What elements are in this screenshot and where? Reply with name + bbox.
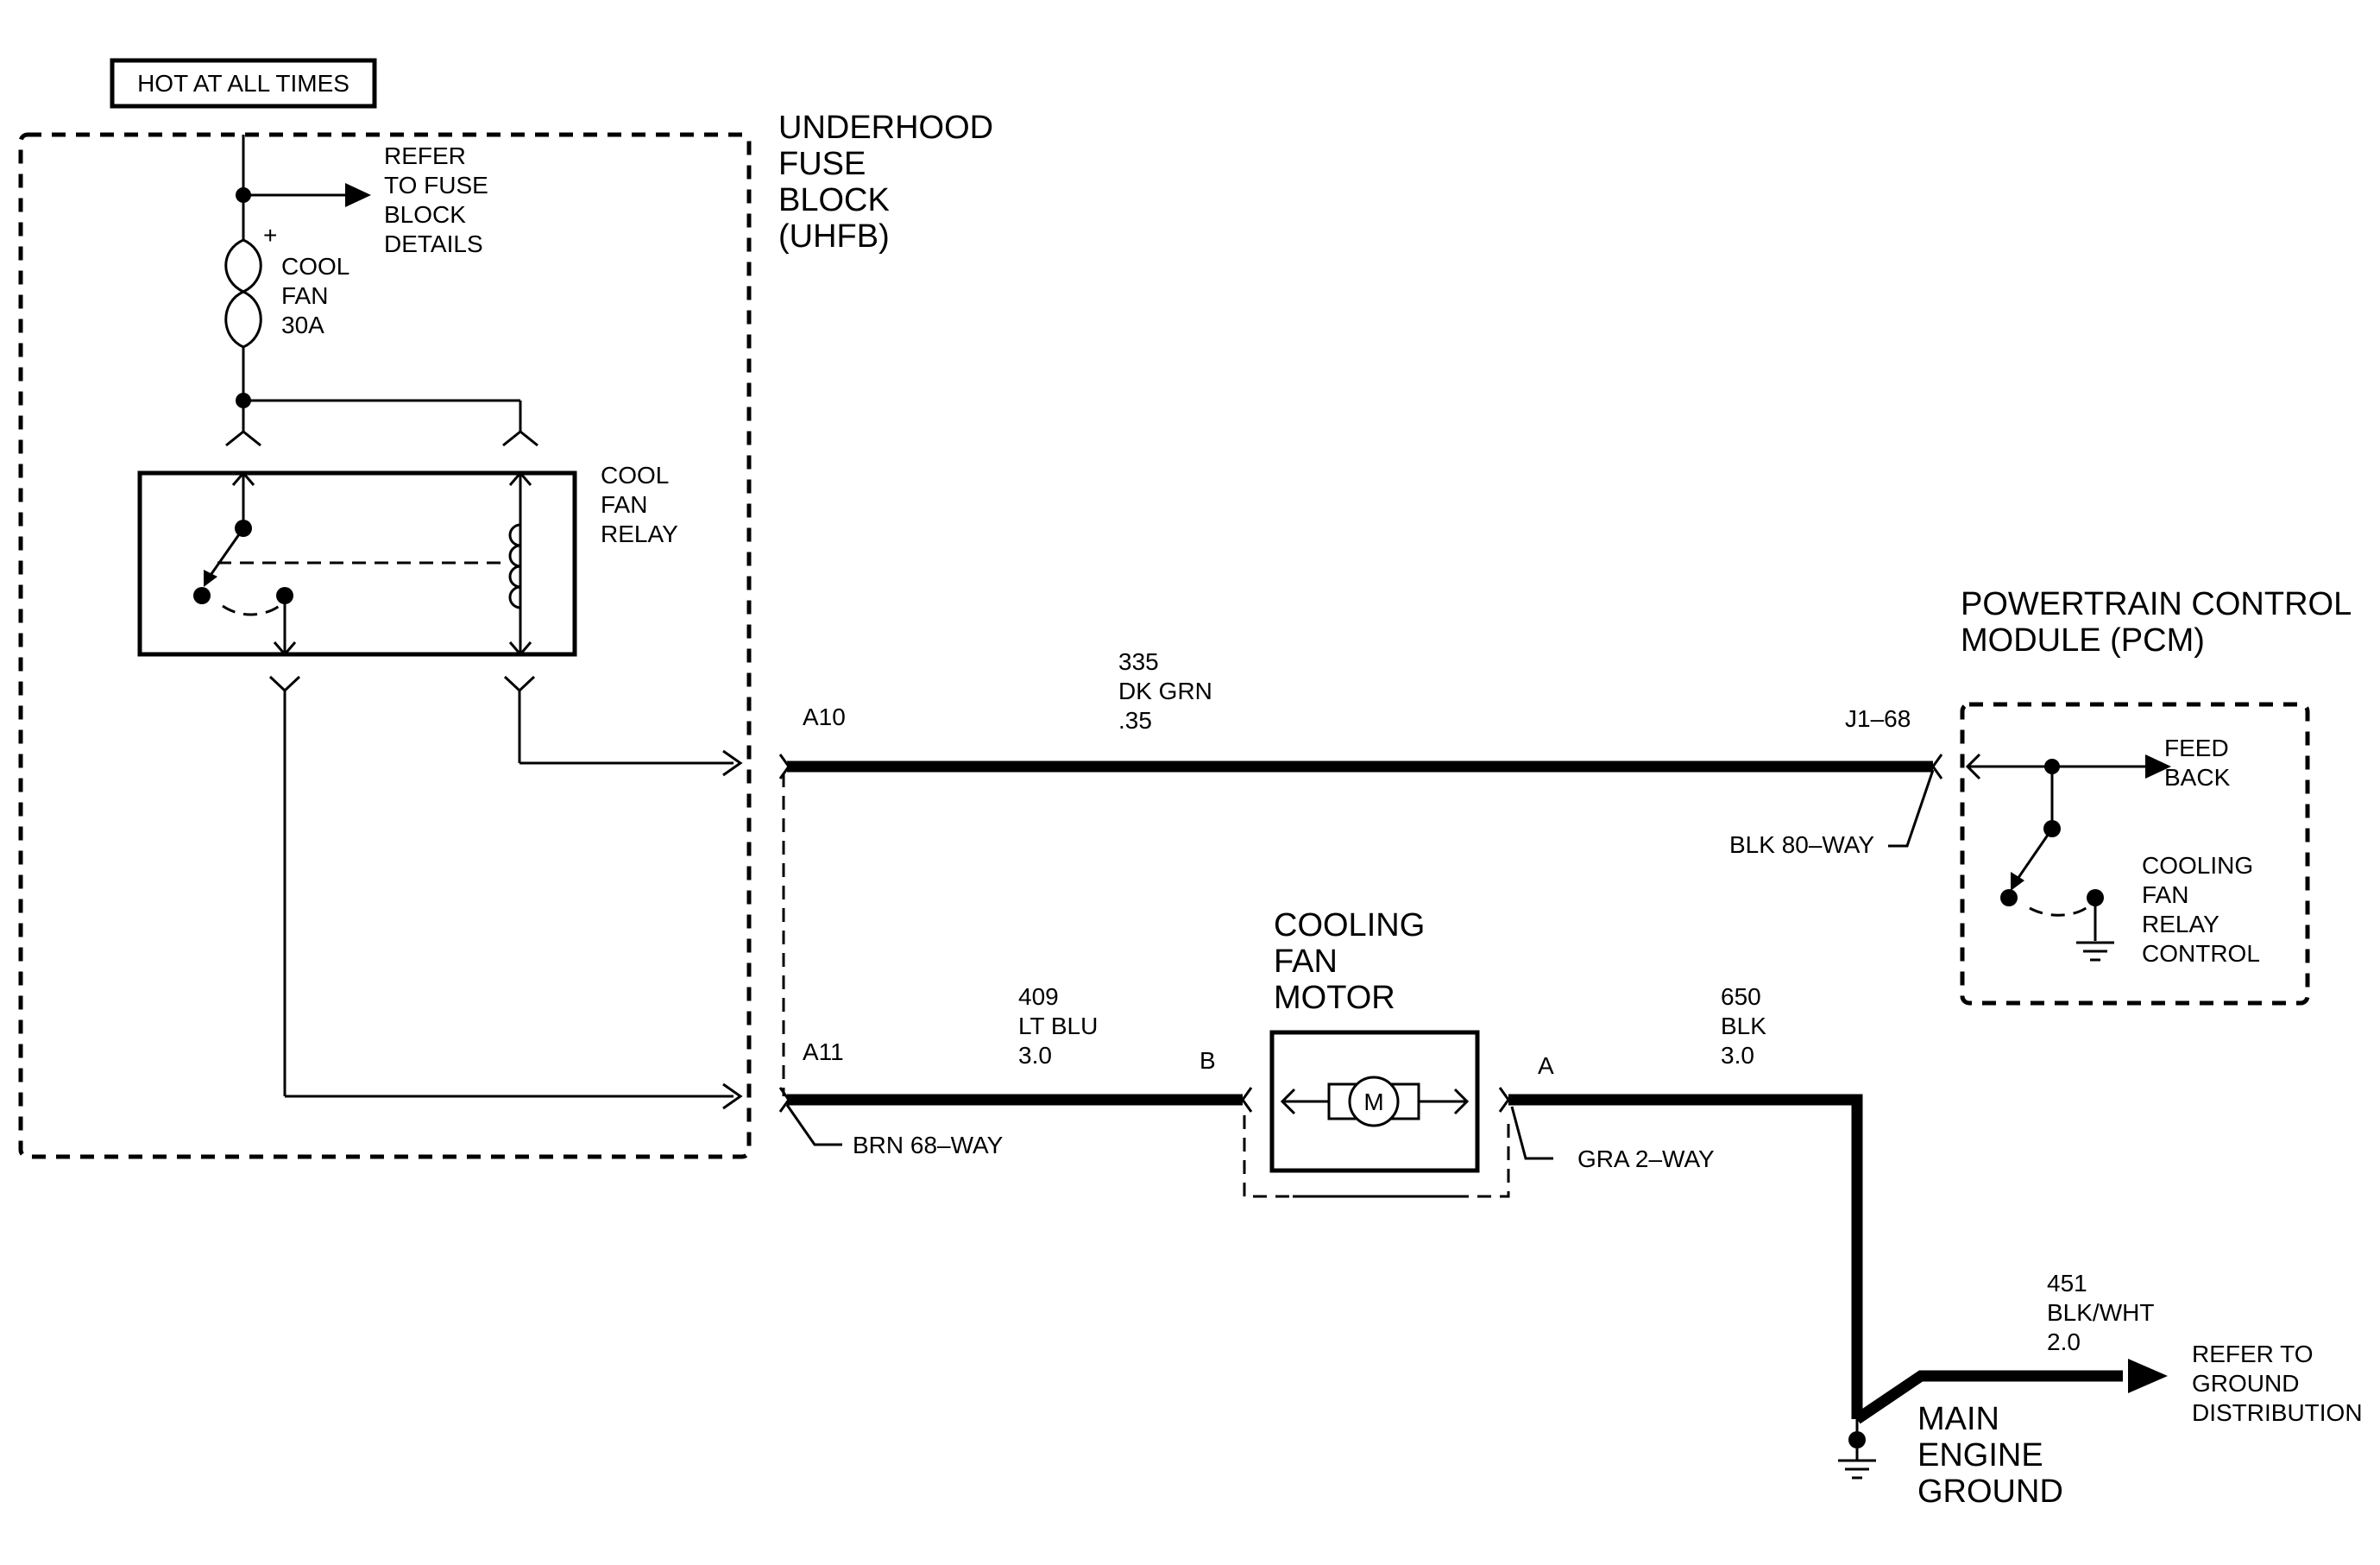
cooling-fan-motor: M: [1269, 1030, 1480, 1173]
ground-icon: [1838, 1448, 1876, 1480]
switch-arm-arrow: [204, 570, 217, 587]
refer-fuse-block-label: REFER TO FUSE BLOCK DETAILS: [384, 142, 495, 257]
switch-contact-dot: [193, 587, 211, 604]
switch-contact-dot: [2000, 889, 2018, 906]
pcm-title: POWERTRAIN CONTROL MODULE (PCM): [1961, 586, 2359, 659]
ground-dot: [1848, 1431, 1866, 1448]
pin-a: A: [1538, 1052, 1554, 1079]
arrow-right-icon: [345, 183, 371, 207]
hot-at-all-times-box: HOT AT ALL TIMES: [110, 58, 377, 109]
pin-b: B: [1199, 1047, 1216, 1074]
gra-2-way-callout: GRA 2–WAY: [1510, 1106, 1715, 1172]
arrow-right-icon: [2128, 1359, 2168, 1393]
relay-coil-icon: [508, 523, 521, 609]
main-engine-ground: MAIN ENGINE GROUND 451 BLK/WHT 2.0 REFER…: [1838, 1270, 2363, 1510]
fuse-icon: +: [224, 222, 277, 349]
arrow-right-icon: [2145, 754, 2171, 779]
circuit-409: A11 B 409 LT BLU 3.0: [778, 983, 1253, 1113]
main-engine-ground-label: MAIN ENGINE GROUND: [1917, 1401, 2063, 1510]
motor-symbol: M: [1363, 1089, 1383, 1115]
cool-fan-fuse-label: COOL FAN 30A: [281, 253, 356, 338]
wire-409-label: 409 LT BLU 3.0: [1018, 983, 1105, 1069]
pcm-internal-circuit: [1965, 753, 2171, 962]
ground-icon: [2076, 941, 2114, 962]
motor-icon: [1348, 1076, 1400, 1127]
gra-2-way-label: GRA 2–WAY: [1577, 1145, 1715, 1172]
relay-feed-circuit: [225, 347, 538, 447]
cool-fan-relay-label: COOL FAN RELAY: [601, 462, 678, 547]
wire-451-label: 451 BLK/WHT 2.0: [2047, 1270, 2161, 1355]
cooling-fan-relay-control-label: COOLING FAN RELAY CONTROL: [2142, 852, 2260, 967]
pin-a11: A11: [803, 1038, 844, 1065]
feed-back-label: FEED BACK: [2164, 735, 2235, 791]
circuit-335: A10 J1–68 335 DK GRN .35: [778, 648, 1943, 779]
svg-text:+: +: [263, 222, 277, 249]
pin-j1-68: J1–68: [1845, 705, 1911, 732]
relay-output-circuits: [268, 675, 743, 1110]
pcm-boundary: [1960, 702, 2310, 1006]
brn-68-way-callout: BRN 68–WAY: [785, 1104, 1004, 1158]
switch-arm-arrow: [2011, 872, 2024, 891]
fuse-feed-circuit: REFER TO FUSE BLOCK DETAILS: [236, 135, 495, 257]
uhfb-title: UNDERHOOD FUSE BLOCK (UHFB): [778, 110, 1003, 255]
circuit-650: A 650 BLK 3.0: [1498, 983, 1863, 1419]
motor-connector-bracket: [1243, 1115, 1510, 1198]
brn-68-way-label: BRN 68–WAY: [853, 1132, 1004, 1158]
pin-a10: A10: [803, 704, 846, 730]
cooling-fan-motor-title: COOLING FAN MOTOR: [1274, 907, 1434, 1016]
uhfb-boundary: [18, 132, 752, 1159]
refer-ground-distribution-label: REFER TO GROUND DISTRIBUTION: [2192, 1341, 2363, 1426]
wire-335-label: 335 DK GRN .35: [1118, 648, 1219, 734]
blk-80-way-label: BLK 80–WAY: [1729, 831, 1874, 858]
hot-at-all-times-label: HOT AT ALL TIMES: [137, 70, 349, 97]
cool-fan-relay: [137, 470, 577, 657]
wire-650-label: 650 BLK 3.0: [1721, 983, 1773, 1069]
blk-80-way-callout: BLK 80–WAY: [1729, 769, 1935, 858]
